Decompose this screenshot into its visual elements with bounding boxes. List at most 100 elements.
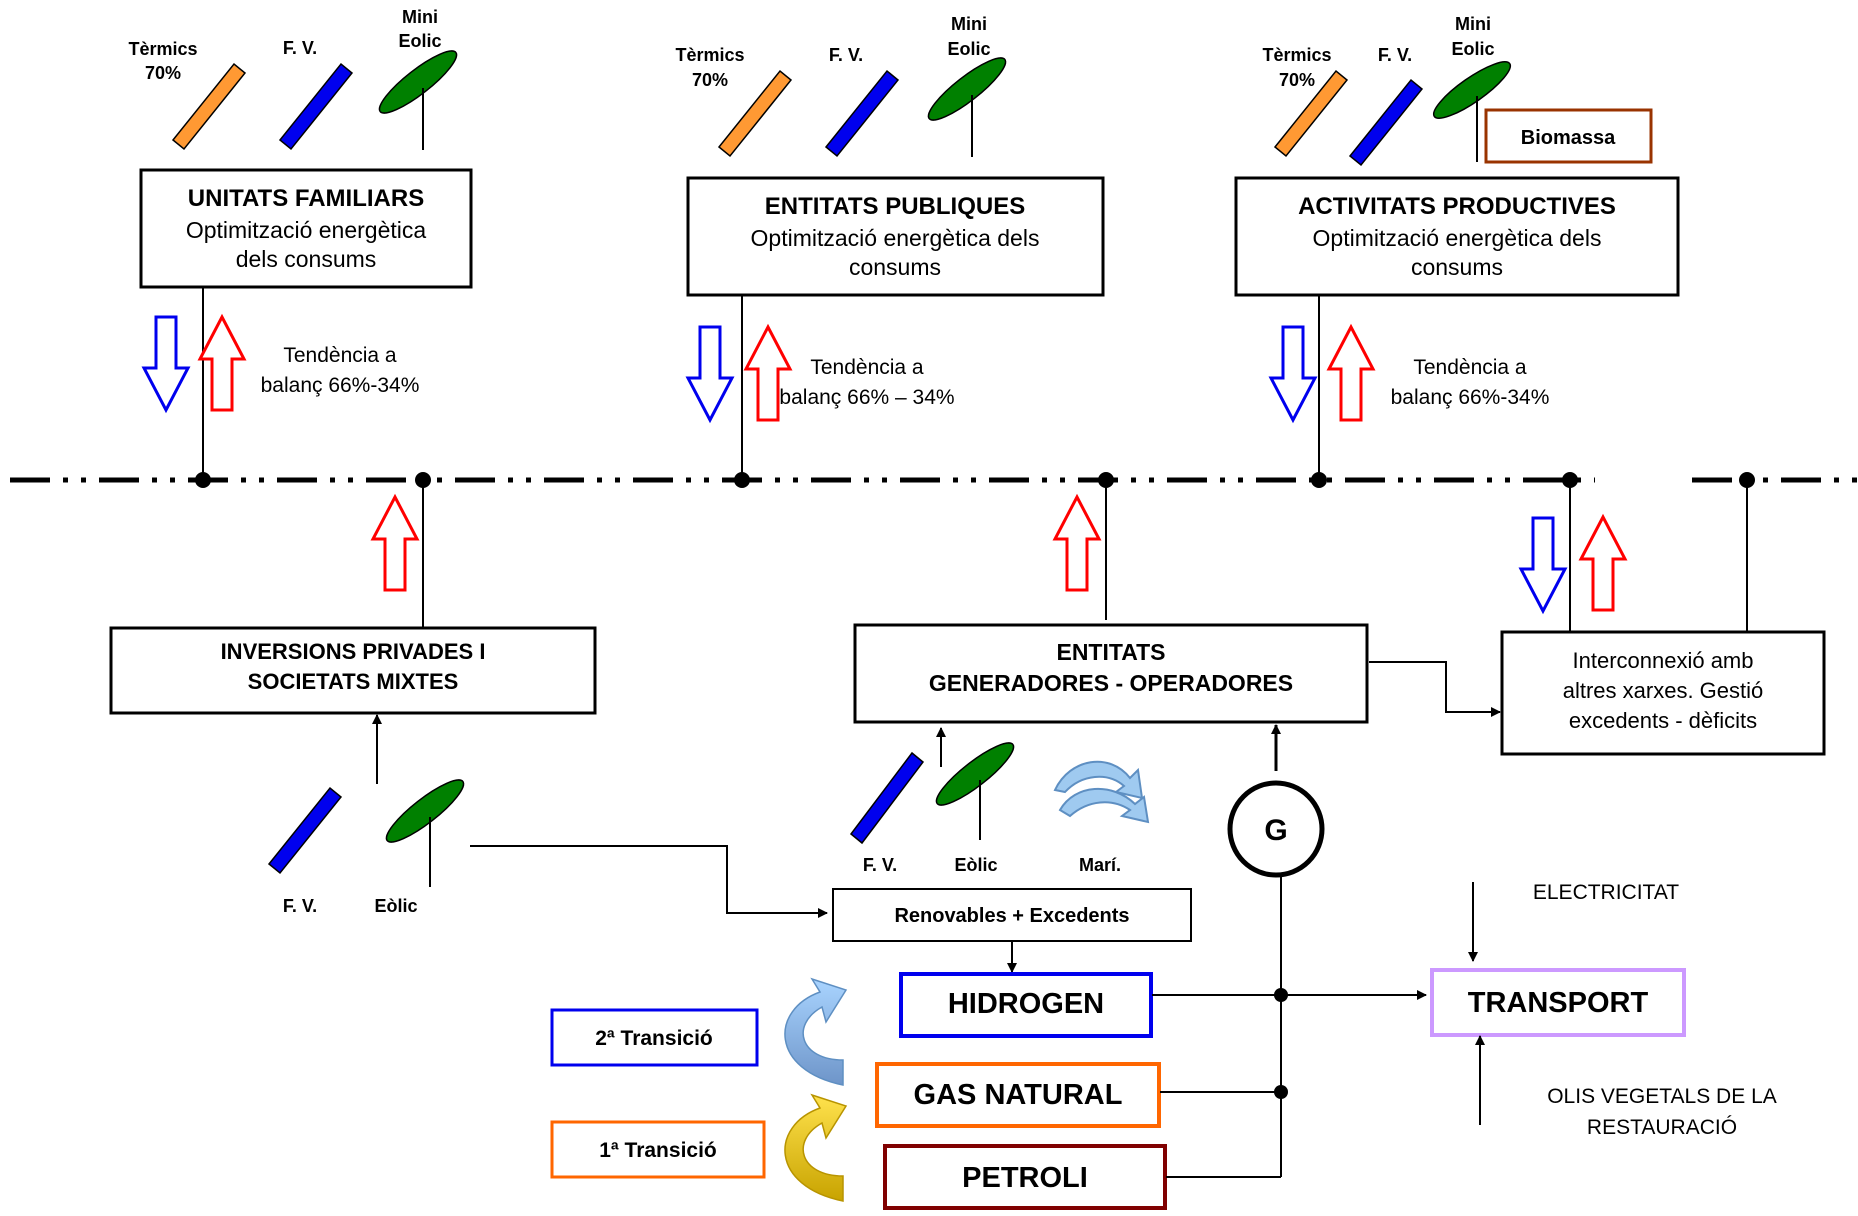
mini-wind-label: Mini bbox=[402, 7, 438, 27]
transport-label: TRANSPORT bbox=[1468, 987, 1649, 1019]
thermal-percentage: 70% bbox=[1279, 70, 1315, 90]
flow-line bbox=[1369, 661, 1501, 717]
export-arrow-icon bbox=[1518, 516, 1568, 615]
network-node bbox=[734, 472, 750, 488]
trend-label: Tendència a bbox=[1413, 356, 1527, 379]
trend-label: Tendència a bbox=[810, 356, 924, 379]
electricity-label: ELECTRICITAT bbox=[1533, 881, 1679, 904]
mini-wind-label: Mini bbox=[951, 14, 987, 34]
trend-balance-label: balanç 66%-34% bbox=[1391, 386, 1550, 409]
gas-box bbox=[875, 1062, 1161, 1128]
thermal-percentage: 70% bbox=[692, 70, 728, 90]
transition-1-box bbox=[550, 1120, 766, 1179]
renewables-box bbox=[832, 888, 1192, 942]
marine-label: Marí. bbox=[1079, 855, 1121, 875]
export-arrow-icon bbox=[685, 325, 735, 424]
biomass-label: Biomassa bbox=[1521, 127, 1616, 149]
wind-turbine-icon bbox=[935, 742, 1015, 806]
marine-energy-icon bbox=[1053, 760, 1150, 824]
transition-1-label: 1ª Transició bbox=[599, 1139, 717, 1162]
pv-label: F. V. bbox=[283, 896, 317, 916]
mini-wind-label-2: Eolic bbox=[398, 31, 441, 51]
import-arrow-icon bbox=[197, 313, 247, 412]
generators-operators-title-2: GENERADORES - OPERADORES bbox=[929, 670, 1293, 696]
wind-label: Eòlic bbox=[374, 896, 417, 916]
activitats-productives-desc: Optimització energètica dels bbox=[1313, 225, 1602, 251]
generator-symbol bbox=[1227, 780, 1325, 878]
activitats-productives-desc-2: consums bbox=[1411, 254, 1503, 280]
pv-label: F. V. bbox=[863, 855, 897, 875]
private-investments-title: INVERSIONS PRIVADES I bbox=[221, 639, 486, 664]
thermal-label: Tèrmics bbox=[675, 45, 744, 65]
entitats-publiques-box bbox=[686, 176, 1105, 297]
renewables-label: Renovables + Excedents bbox=[894, 905, 1129, 927]
unitats-familiars-desc-2: dels consums bbox=[236, 246, 377, 272]
group-interconnection: Interconnexió amb altres xarxes. Gestió … bbox=[1500, 480, 1826, 756]
transition-arrow-1-icon bbox=[784, 1093, 848, 1202]
oil-box bbox=[883, 1144, 1167, 1210]
private-investments-title-2: SOCIETATS MIXTES bbox=[248, 669, 459, 694]
generators-operators-title: ENTITATS bbox=[1056, 639, 1165, 665]
import-arrow-icon bbox=[1052, 493, 1102, 592]
entitats-publiques-desc: Optimització energètica dels bbox=[751, 225, 1040, 251]
activitats-productives-title: ACTIVITATS PRODUCTIVES bbox=[1298, 193, 1616, 220]
generators-operators-box bbox=[853, 623, 1369, 724]
group-fuels: Renovables + Excedents HIDROGEN GAS NATU… bbox=[550, 888, 1427, 1210]
thermal-label: Tèrmics bbox=[1262, 45, 1331, 65]
import-arrow-icon bbox=[370, 493, 420, 592]
interconnection-text: Interconnexió amb bbox=[1573, 648, 1754, 673]
wind-turbine-icon bbox=[385, 779, 465, 843]
wind-turbine-icon bbox=[378, 50, 458, 114]
pv-panel-icon bbox=[849, 751, 925, 845]
group-transport: ELECTRICITAT TRANSPORT OLIS VEGETALS DE … bbox=[1430, 881, 1777, 1139]
transition-2-label: 2ª Transició bbox=[595, 1027, 713, 1050]
activitats-productives-box bbox=[1234, 176, 1680, 297]
pv-panel-icon bbox=[1348, 78, 1424, 167]
group-generator: G bbox=[1227, 724, 1325, 1177]
group-entitats-publiques: Tèrmics 70% F. V. Mini Eolic ENTITATS PU… bbox=[675, 14, 1105, 480]
export-arrow-icon bbox=[1268, 325, 1318, 424]
trend-label: Tendència a bbox=[283, 344, 397, 367]
pv-label: F. V. bbox=[829, 45, 863, 65]
group-generators-operators: ENTITATS GENERADORES - OPERADORES F. V. … bbox=[849, 480, 1501, 875]
thermal-percentage: 70% bbox=[145, 63, 181, 83]
mini-wind-label: Mini bbox=[1455, 14, 1491, 34]
pv-panel-icon bbox=[824, 69, 900, 158]
gas-label: GAS NATURAL bbox=[914, 1079, 1123, 1111]
unitats-familiars-title: UNITATS FAMILIARS bbox=[188, 185, 424, 212]
thermal-collector-icon bbox=[1273, 69, 1349, 158]
interconnection-text-3: excedents - dèficits bbox=[1569, 708, 1757, 733]
hydrogen-label: HIDROGEN bbox=[948, 988, 1104, 1020]
vegetable-oils-label: OLIS VEGETALS DE LA bbox=[1547, 1085, 1777, 1108]
entitats-publiques-desc-2: consums bbox=[849, 254, 941, 280]
private-investments-box bbox=[109, 626, 597, 715]
interconnection-text-2: altres xarxes. Gestió bbox=[1563, 678, 1764, 703]
import-arrow-icon bbox=[1326, 323, 1376, 422]
thermal-collector-icon bbox=[717, 69, 793, 158]
biomass-box bbox=[1484, 108, 1653, 164]
transition-arrow-2-icon bbox=[784, 977, 848, 1086]
pv-label: F. V. bbox=[1378, 45, 1412, 65]
hydrogen-box bbox=[899, 972, 1153, 1038]
generator-label: G bbox=[1264, 814, 1287, 847]
trend-balance-label: balanç 66% – 34% bbox=[779, 386, 954, 409]
pv-panel-icon bbox=[267, 786, 343, 875]
trend-balance-label: balanç 66%-34% bbox=[261, 374, 420, 397]
oil-label: PETROLI bbox=[962, 1162, 1088, 1194]
unitats-familiars-desc: Optimització energètica bbox=[186, 217, 427, 243]
unitats-familiars-box bbox=[139, 168, 473, 289]
vegetable-oils-label-2: RESTAURACIÓ bbox=[1587, 1116, 1737, 1139]
group-unitats-familiars: Tèrmics 70% F. V. Mini Eolic UNITATS FAM… bbox=[128, 7, 473, 480]
transport-box bbox=[1430, 968, 1686, 1037]
mini-wind-label-2: Eolic bbox=[947, 39, 990, 59]
import-arrow-icon bbox=[1578, 513, 1628, 612]
pv-panel-icon bbox=[278, 62, 354, 151]
flow-line bbox=[470, 845, 828, 918]
wind-turbine-icon bbox=[927, 57, 1007, 121]
group-activitats-productives: Tèrmics 70% F. V. Mini Eolic Biomassa AC… bbox=[1234, 14, 1680, 480]
network-node bbox=[1311, 472, 1327, 488]
mini-wind-label-2: Eolic bbox=[1451, 39, 1494, 59]
group-private-investments: INVERSIONS PRIVADES I SOCIETATS MIXTES F… bbox=[109, 480, 828, 918]
wind-label: Eòlic bbox=[954, 855, 997, 875]
